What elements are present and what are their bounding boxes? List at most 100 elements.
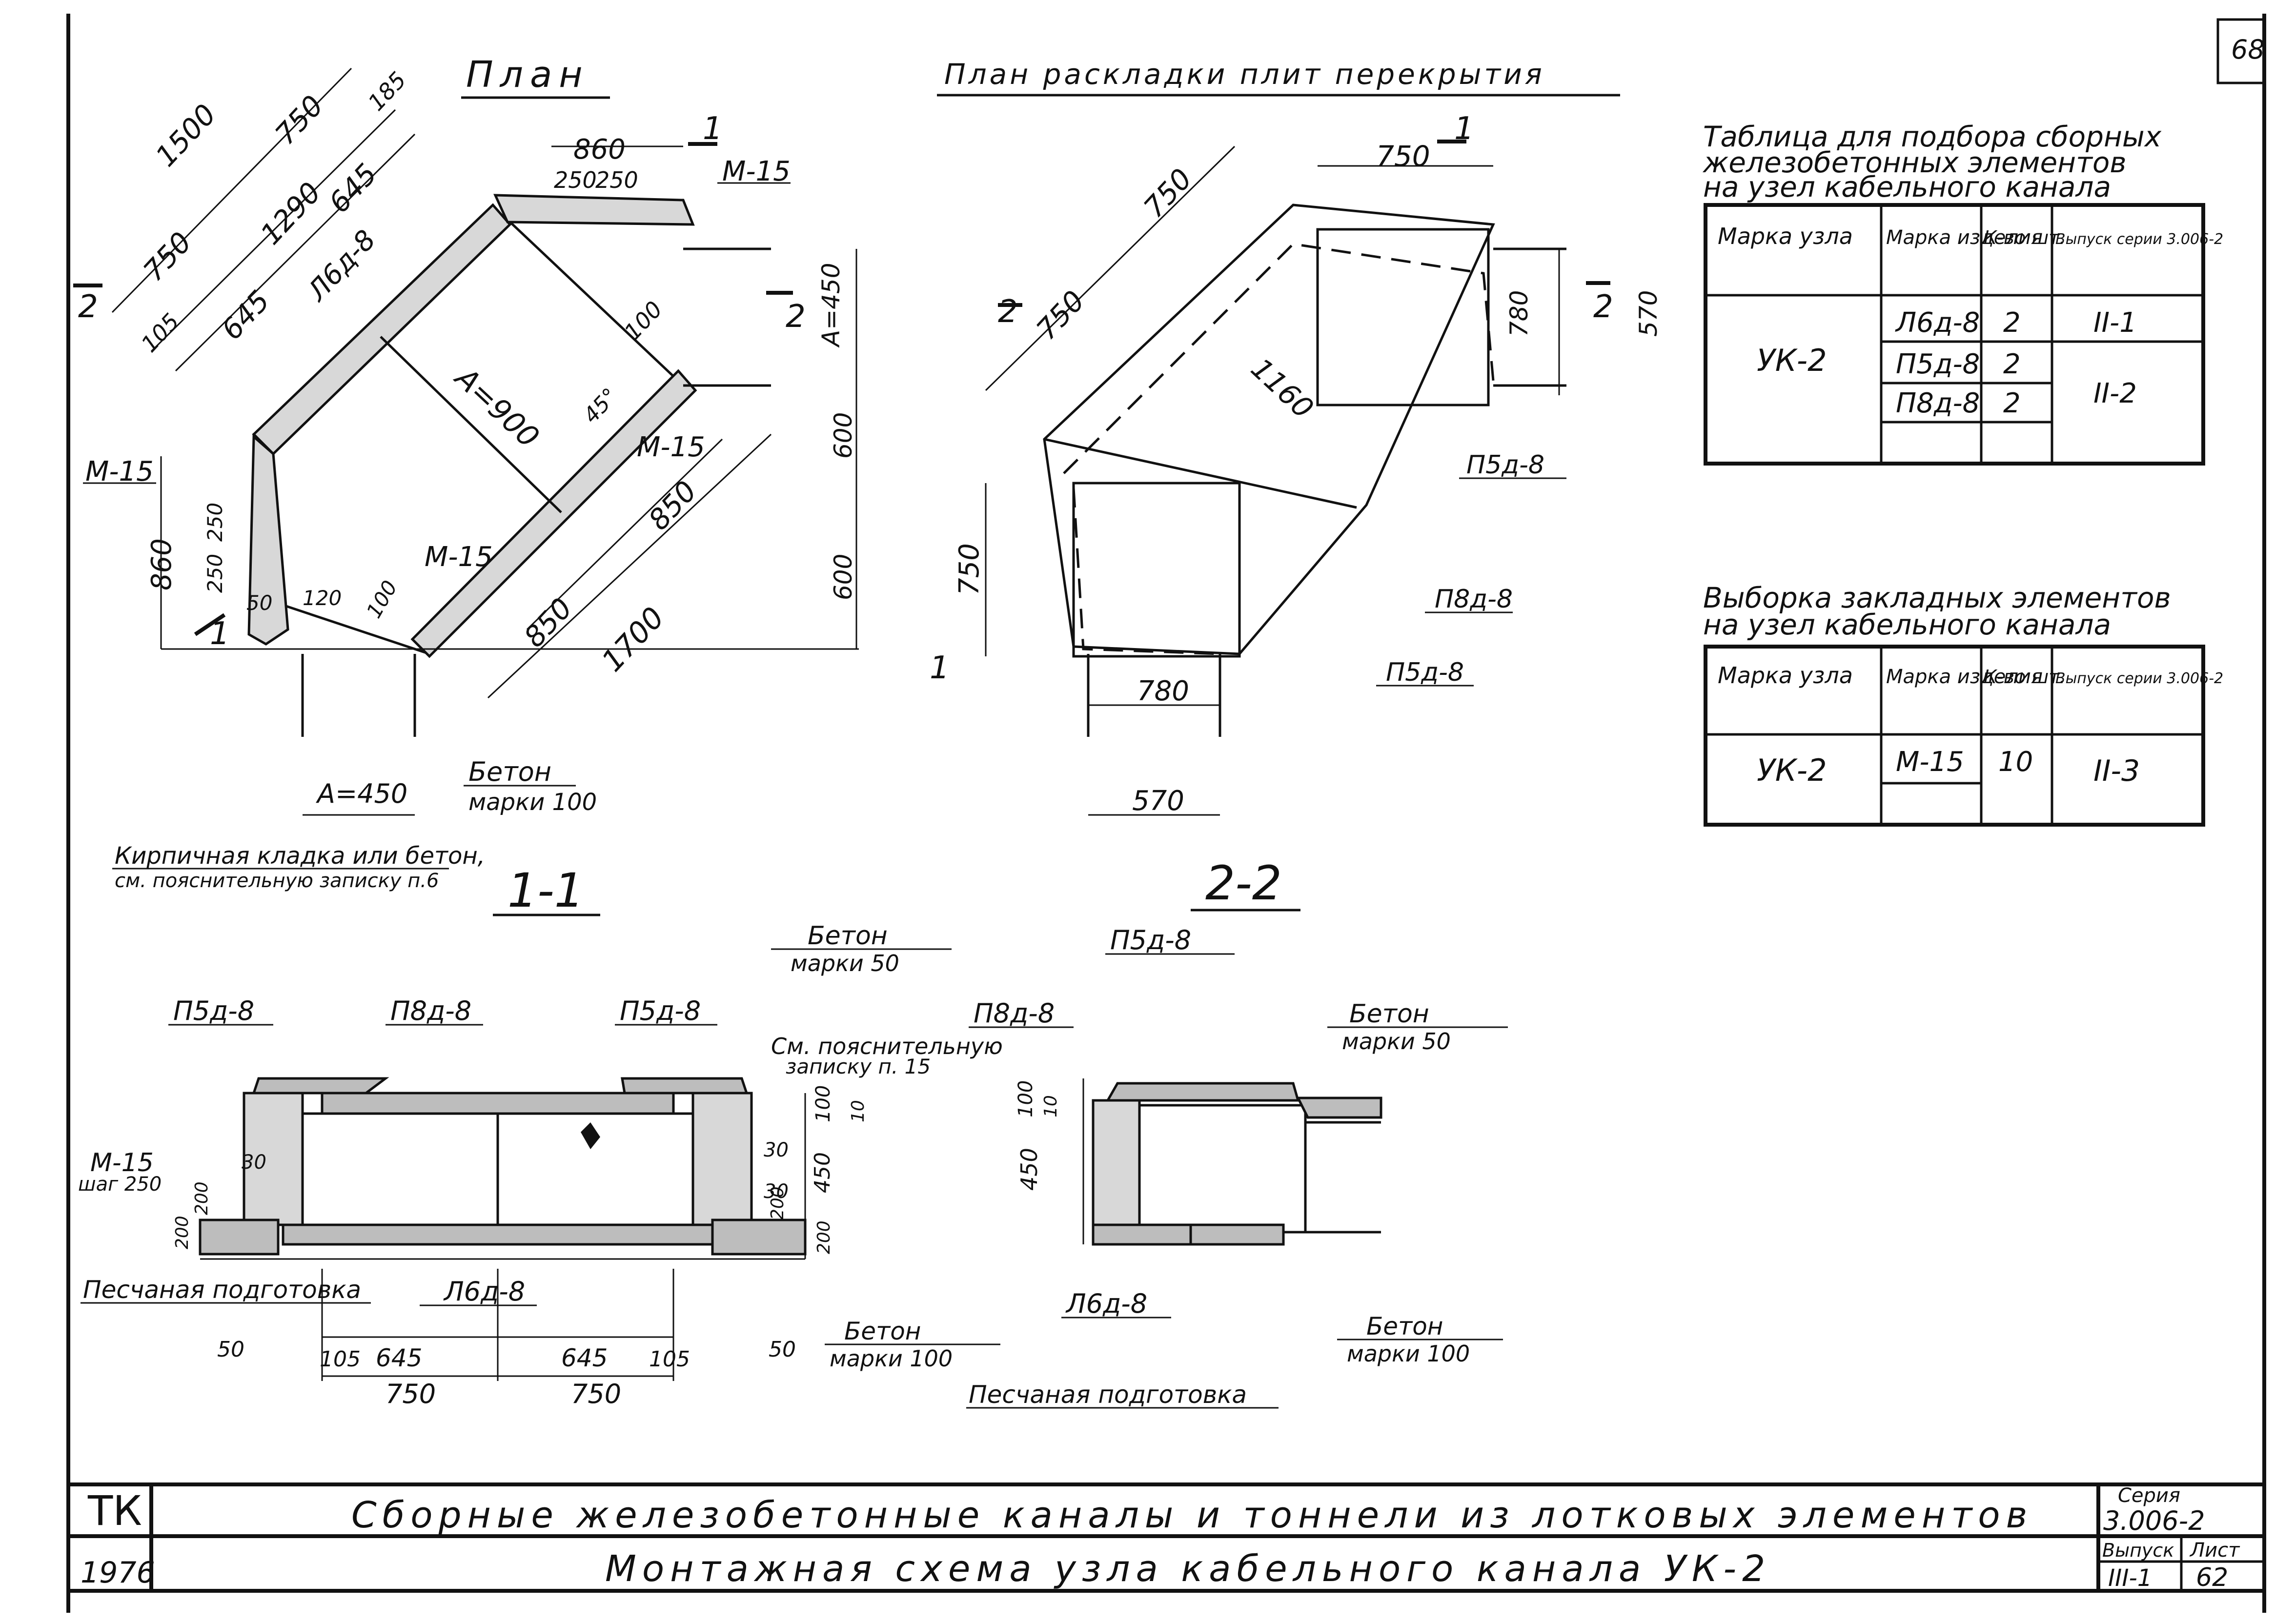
plan-m15-top: М-15 [722, 156, 791, 187]
s1-note-1: См. пояснительную [771, 1033, 1003, 1059]
plan-dim-120: 120 [303, 586, 342, 610]
sheet-label: Лист [2189, 1539, 2240, 1562]
layout-dim-780-right: 780 [1505, 290, 1533, 337]
plan-dim-850b: 850 [518, 591, 579, 653]
section2-drawing [1082, 1078, 1382, 1246]
layout-cut-1-top: 1 [1454, 111, 1474, 147]
plan-dim-a900: А=900 [447, 360, 546, 454]
issue-label: Выпуск [2102, 1540, 2174, 1561]
s1-dim-30a: 30 [242, 1151, 266, 1174]
table1-node: УК-2 [1757, 343, 1827, 378]
table2-title-2: на узел кабельного канала [1703, 608, 2111, 641]
table2-title-1: Выборка закладных элементов [1703, 581, 2171, 614]
table1-title-2: железобетонных элементов [1702, 146, 2127, 179]
s1-dim-200c: 200 [768, 1186, 788, 1220]
s1-dim-50b: 50 [769, 1337, 796, 1362]
table1-row2-issue: II-2 [2093, 378, 2137, 409]
s1-note-2: записку п. 15 [786, 1055, 931, 1078]
table2-header-qty: К-во шт. [1984, 666, 2065, 688]
layout-dim-780-bottom: 780 [1137, 675, 1189, 707]
s2-beton50: Бетон [1349, 999, 1429, 1029]
s1-beton100-mark: марки 100 [830, 1345, 953, 1372]
s1-dim-30c: 30 [764, 1180, 789, 1203]
s1-p8: П8д-8 [390, 995, 471, 1026]
table1-row1-item: Л6д-8 [1895, 307, 1980, 339]
year: 1976 [81, 1556, 155, 1590]
s1-dim-30b: 30 [764, 1139, 789, 1161]
layout-dim-750c: 750 [1030, 284, 1091, 346]
plan-dim-645b: 645 [215, 284, 276, 346]
section2-title: 2-2 [1205, 856, 1282, 911]
table1-row1-issue: II-1 [2093, 307, 2137, 339]
slab-layout-view [985, 140, 1610, 816]
plan-dim-1700: 1700 [595, 601, 671, 678]
table1-row1-qty: 2 [2003, 307, 2021, 339]
plan-m15-bottom: М-15 [425, 541, 493, 573]
plan-dim-250a: 250 [554, 167, 597, 193]
s1-dim-645b: 645 [561, 1344, 608, 1372]
table1-row2-qty: 2 [2003, 348, 2021, 380]
table2-header-issue: Выпуск серии 3.006-2 [2055, 670, 2223, 687]
table1-title-3: на узел кабельного канала [1703, 170, 2111, 203]
plan-dim-50: 50 [246, 591, 272, 615]
plan-dim-250b: 250 [595, 167, 638, 193]
plan-angle-45: 45° [579, 384, 623, 428]
layout-dim-570-bottom: 570 [1132, 785, 1184, 817]
table2-row1-item: М-15 [1896, 746, 1964, 778]
s1-dim-10: 10 [848, 1100, 868, 1122]
plan-m15-right: М-15 [637, 431, 705, 463]
s1-beton100: Бетон [844, 1317, 921, 1345]
plan-dim-a450: А=450 [817, 263, 845, 348]
plan-dim-185: 185 [363, 66, 411, 116]
table2-grid [1704, 645, 2205, 827]
layout-title: План раскладки плит перекрытия [944, 58, 1545, 91]
layout-dim-1160: 1160 [1244, 352, 1320, 425]
section1-drawing [199, 1077, 807, 1381]
plan-m15-left: М-15 [85, 456, 154, 487]
table2-row1-issue: II-3 [2093, 754, 2140, 788]
series-title: Сборные железобетонные каналы и тоннели … [351, 1494, 2033, 1536]
table1-title-1: Таблица для подбора сборных [1703, 120, 2162, 153]
s1-dim-750a: 750 [386, 1379, 436, 1409]
s2-l6: Л6д-8 [1065, 1288, 1147, 1319]
s2-beton100: Бетон [1366, 1312, 1443, 1340]
table1-header-qty: К-во шт. [1984, 227, 2065, 248]
s1-p5-left: П5д-8 [173, 995, 254, 1026]
layout-dim-570-right: 570 [1634, 290, 1663, 337]
layout-p5-label-b: П5д-8 [1386, 658, 1464, 687]
table2-row1-qty: 10 [1998, 746, 2033, 778]
plan-dim-105: 105 [136, 308, 184, 357]
plan-view [73, 67, 859, 816]
s1-dim-105a: 105 [320, 1347, 361, 1372]
plan-dim-a450-bottom: А=450 [316, 778, 407, 809]
layout-cut-1-bottom: 1 [930, 650, 950, 686]
layout-cut-2-left: 2 [998, 294, 1018, 330]
s1-dim-200d: 200 [814, 1220, 834, 1254]
s2-beton100-mark: марки 100 [1347, 1340, 1470, 1367]
table1-row2-item: П5д-8 [1896, 348, 1980, 380]
sheet-value: 62 [2196, 1563, 2228, 1592]
plan-cut-2-right: 2 [786, 299, 806, 335]
table1-header-node: Марка узла [1718, 223, 1853, 249]
section1-title: 1-1 [508, 863, 584, 918]
series-value: 3.006-2 [2103, 1505, 2205, 1536]
sheet-frame [66, 14, 2266, 1613]
s1-p5-right: П5д-8 [620, 995, 701, 1026]
plan-beton-label: Бетон [468, 756, 551, 787]
issue-value: III-1 [2108, 1564, 2152, 1592]
s2-dim-450: 450 [1016, 1148, 1042, 1191]
layout-dim-750b: 750 [1376, 140, 1430, 173]
s2-p5: П5д-8 [1110, 925, 1191, 955]
plan-dim-600a: 600 [829, 412, 857, 459]
s1-l6: Л6д-8 [443, 1276, 525, 1307]
s2-sand: Песчаная подготовка [969, 1380, 1247, 1409]
s1-dim-450: 450 [810, 1152, 835, 1193]
plan-dim-860-left: 860 [146, 538, 178, 590]
plan-beton-mark: марки 100 [468, 789, 597, 816]
series-label: Серия [2118, 1484, 2180, 1507]
s1-dim-645a: 645 [376, 1344, 422, 1372]
plan-dim-250c: 250 [203, 503, 227, 542]
s2-p8: П8д-8 [974, 998, 1055, 1029]
